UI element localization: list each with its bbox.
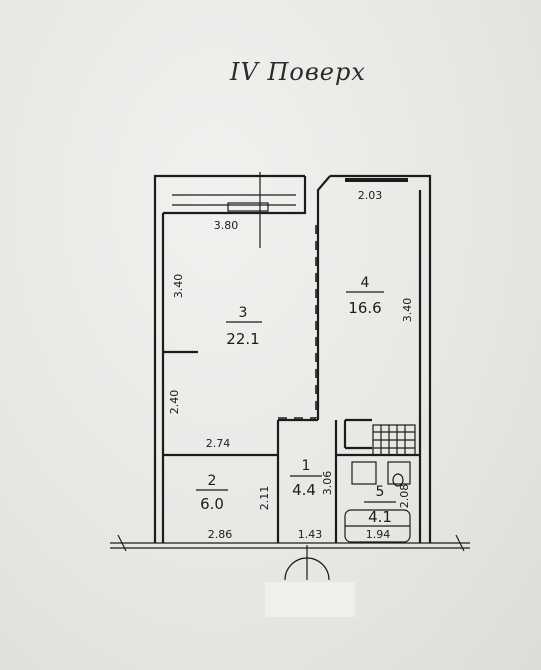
dim-room5-width: 1.94 [366, 528, 391, 541]
bottom-dimension-line [110, 534, 470, 552]
dim-room3-height-lower: 2.40 [168, 390, 181, 415]
dim-room1-height: 3.06 [321, 471, 334, 496]
dim-room3-width: 3.80 [214, 219, 239, 232]
entrance-door [265, 545, 355, 617]
dim-room3-height-upper: 3.40 [172, 274, 185, 299]
dim-room2-width: 2.86 [208, 528, 233, 541]
room-3-number: 3 [239, 305, 248, 321]
outer-walls [153, 174, 432, 543]
dim-balcony-width: 2.03 [358, 189, 383, 202]
room-1-area: 4.4 [292, 481, 316, 499]
room-2-number: 2 [208, 473, 217, 489]
dim-room4-height: 3.40 [401, 298, 414, 323]
dim-room2-height: 2.11 [258, 486, 271, 511]
room-5-area: 4.1 [368, 508, 392, 526]
dim-room1-width: 1.43 [298, 528, 323, 541]
dim-room3-bottom-width: 2.74 [206, 437, 231, 450]
floor-title: IV Поверх [230, 58, 366, 86]
room-1-number: 1 [302, 458, 311, 474]
room-4-number: 4 [361, 275, 370, 291]
room-4-area: 16.6 [348, 299, 381, 317]
bathroom-fixtures [344, 461, 411, 543]
dim-room5-height: 2.08 [398, 484, 411, 509]
shower-grid [372, 424, 416, 456]
room-2-area: 6.0 [200, 495, 224, 513]
interior-walls [163, 225, 420, 543]
room-5-number: 5 [376, 484, 385, 500]
room-3-area: 22.1 [226, 330, 259, 348]
window [172, 172, 296, 248]
